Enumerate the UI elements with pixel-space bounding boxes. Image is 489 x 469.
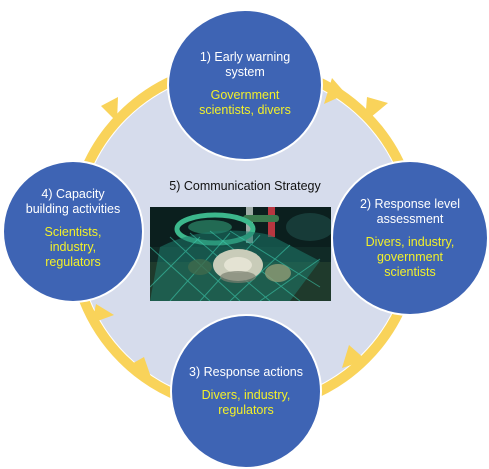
title-line: system [225,65,265,79]
actor-line: regulators [218,403,274,417]
actor-line: Divers, industry, [365,234,455,249]
step-title: 2) Response level assessment [360,197,460,227]
step-title: 1) Early warning system [200,50,290,80]
title-line: assessment [376,211,444,226]
actor-line: government [376,249,443,264]
cycle-arrowheads [92,78,388,380]
actor-line: Government [210,88,280,102]
step-title: 3) Response actions [189,365,303,380]
step-actors: Scientists, industry, regulators [45,225,102,270]
step-3-node: 3) Response actions Divers, industry, re… [170,314,322,469]
arrowhead-top-right [324,78,346,104]
title-line: building activities [25,202,121,216]
actor-line: regulators [45,255,101,269]
arrowhead-bottom-left [128,357,152,380]
actor-line: Divers, industry, [201,388,291,402]
center-title: 5) Communication Strategy [169,179,321,193]
arrowhead-left-lower [92,304,114,323]
step-1-node: 1) Early warning system Government scien… [167,9,323,161]
center-photo [150,207,331,301]
title-line: 3) Response actions [189,365,303,379]
step-title: 4) Capacity building activities [26,187,121,217]
title-line: 4) Capacity [41,187,105,201]
arrowhead-top-left [101,97,118,122]
arrowhead-right-upper [365,97,388,122]
step-actors: Divers, industry, government scientists [366,235,455,280]
step-2-node: 2) Response level assessment Divers, ind… [331,160,489,316]
title-line: 2) Response level [359,196,461,211]
actor-line: industry, [49,240,97,254]
step-actors: Divers, industry, regulators [202,388,291,418]
actor-line: scientists, divers [199,103,291,117]
arrowhead-bottom-right [342,345,366,368]
step-4-node: 4) Capacity building activities Scientis… [2,160,144,303]
actor-line: scientists [384,264,436,279]
actor-line: Scientists, [44,225,102,239]
title-line: 1) Early warning [199,50,291,64]
step-actors: Government scientists, divers [199,88,291,118]
diver-net-cage-photo [150,207,331,301]
